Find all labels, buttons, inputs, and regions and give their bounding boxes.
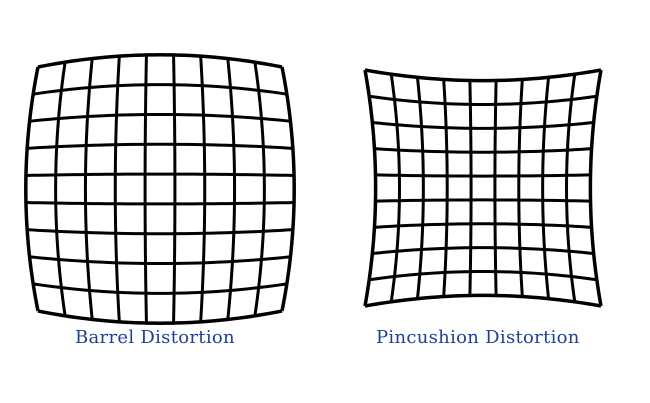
- pincushion-border-vertical: [588, 69, 603, 307]
- pincushion-grid-horizontal-line: [370, 246, 596, 256]
- pincushion-border-horizontal: [364, 68, 602, 83]
- pincushion-grid-horizontal-line: [367, 270, 599, 282]
- barrel-border-vertical: [24, 66, 40, 312]
- barrel-grid-horizontal-line: [31, 83, 289, 96]
- barrel-grid-vertical-line: [54, 60, 67, 318]
- barrel-grid-horizontal-line: [24, 201, 296, 206]
- pincushion-grid-vertical-line: [493, 78, 498, 298]
- barrel-grid-horizontal-line: [24, 172, 296, 177]
- pincushion-grid-vertical-line: [565, 72, 577, 304]
- pincushion-grid-vertical-line: [517, 77, 524, 299]
- barrel-grid-vertical-line: [113, 54, 121, 324]
- barrel-grid-horizontal-line: [28, 255, 292, 266]
- pincushion-grid-horizontal-line: [370, 120, 596, 130]
- barrel-border-vertical: [280, 66, 296, 312]
- pincushion-grid-horizontal-line: [373, 198, 593, 203]
- barrel-border-horizontal: [37, 309, 283, 325]
- barrel-grid-vertical-line: [83, 57, 94, 321]
- pincushion-grid-vertical-line: [442, 77, 449, 299]
- pincushion-grid-vertical-line: [389, 72, 401, 304]
- pincushion-distortion-caption: Pincushion Distortion: [376, 327, 580, 348]
- barrel-distortion-grid: [24, 53, 296, 325]
- pincushion-grid-horizontal-line: [372, 147, 594, 154]
- pincushion-distortion-grid: [363, 68, 603, 308]
- barrel-grid-horizontal-line: [25, 142, 295, 150]
- barrel-grid-horizontal-line: [25, 228, 295, 236]
- pincushion-border-vertical: [363, 69, 378, 307]
- pincushion-grid-vertical-line: [468, 78, 473, 298]
- pincushion-border-horizontal: [364, 293, 602, 308]
- pincushion-grid-vertical-line: [541, 75, 551, 301]
- barrel-grid-horizontal-line: [28, 112, 292, 123]
- pincushion-grid-horizontal-line: [373, 173, 593, 178]
- barrel-grid-vertical-line: [226, 57, 237, 321]
- barrel-grid-vertical-line: [172, 53, 177, 325]
- pincushion-grid-horizontal-line: [372, 222, 594, 229]
- barrel-grid-vertical-line: [199, 54, 207, 324]
- pincushion-grid-horizontal-line: [367, 94, 599, 106]
- barrel-distortion-caption: Barrel Distortion: [75, 327, 235, 348]
- barrel-grid-vertical-line: [143, 53, 148, 325]
- pincushion-grid-vertical-line: [415, 75, 425, 301]
- barrel-border-horizontal: [37, 53, 283, 69]
- barrel-grid-horizontal-line: [31, 282, 289, 295]
- barrel-grid-vertical-line: [253, 60, 266, 318]
